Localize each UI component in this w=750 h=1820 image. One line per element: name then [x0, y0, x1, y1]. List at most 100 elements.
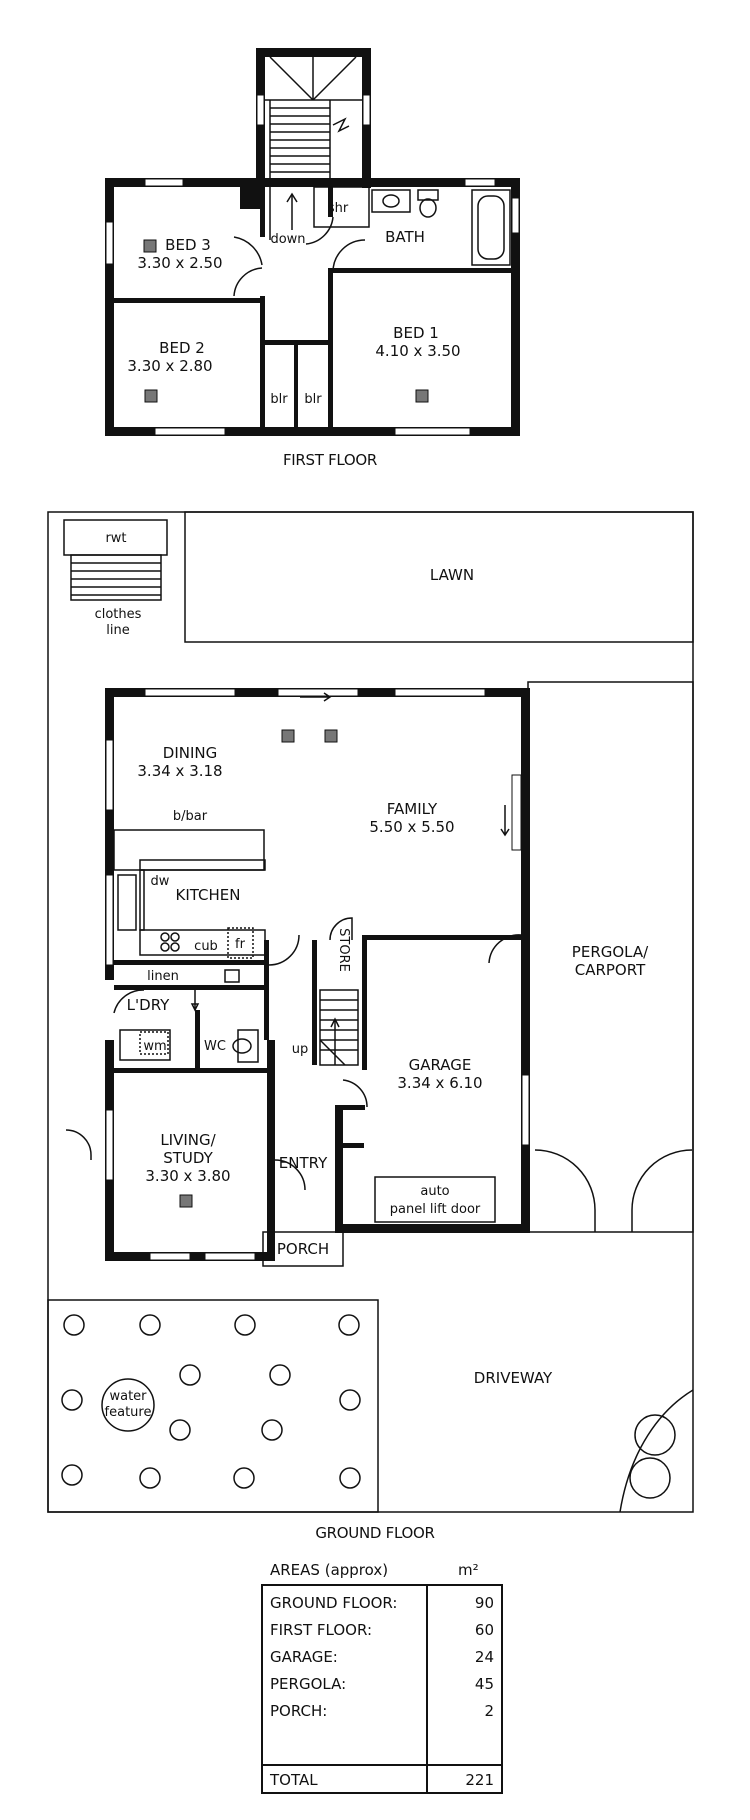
stair-label-down: down — [270, 232, 305, 247]
sink-icon — [160, 932, 180, 952]
ground-floor-title: GROUND FLOOR — [315, 1524, 434, 1542]
wall — [105, 427, 520, 436]
door-swing — [268, 934, 300, 966]
gate-swing — [534, 1149, 596, 1232]
laundry-tub — [119, 1029, 171, 1061]
first-floor-plan: BED 3 3.30 x 2.50 BED 2 3.30 x 2.80 BED … — [105, 48, 520, 469]
wall — [105, 178, 520, 187]
room-label-blr1: blr — [270, 392, 288, 407]
window — [521, 1074, 530, 1146]
auto-door-box — [374, 1176, 496, 1223]
areas-total-label: TOTAL — [269, 1771, 318, 1789]
washing-machine — [139, 1031, 169, 1055]
room-size-family: 5.50 x 5.50 — [369, 818, 454, 836]
wall — [195, 1010, 200, 1068]
areas-total-value: 221 — [465, 1771, 494, 1789]
clothes-line-label-1: clothes — [95, 607, 142, 622]
wall — [264, 940, 269, 1040]
bathtub — [471, 189, 511, 266]
wall — [114, 298, 264, 303]
room-label-dining: DINING — [163, 744, 217, 762]
window — [105, 221, 114, 265]
ground-floor-plan: LAWN rwt clothes line — [47, 511, 694, 1542]
wall — [511, 178, 520, 436]
areas-row-value: 24 — [475, 1648, 494, 1666]
vent-icon — [144, 389, 158, 403]
linen-label: linen — [147, 969, 179, 984]
shower — [313, 186, 370, 228]
room-label-shr: shr — [328, 201, 349, 216]
room-size-bed1: 4.10 x 3.50 — [375, 342, 460, 360]
clothes-line-icon — [70, 554, 162, 601]
driveway-label: DRIVEWAY — [474, 1369, 553, 1387]
fr-label: fr — [235, 937, 246, 952]
room-label-garage: GARAGE — [409, 1056, 472, 1074]
room-label-blr2: blr — [304, 392, 322, 407]
first-floor-title: FIRST FLOOR — [283, 451, 377, 469]
room-size-living: 3.30 x 3.80 — [145, 1167, 230, 1185]
wall — [240, 187, 260, 209]
room-label-living-2: STUDY — [163, 1149, 213, 1167]
room-label-bath: BATH — [385, 228, 425, 246]
wall — [521, 688, 530, 1233]
room-label-living-1: LIVING/ — [160, 1131, 216, 1149]
window — [144, 688, 236, 697]
arrow-icon — [190, 1003, 200, 1012]
vent-icon — [415, 389, 429, 403]
window — [277, 688, 359, 697]
wall — [343, 1224, 530, 1233]
door-swing — [274, 1159, 306, 1191]
kitchen-bench — [139, 859, 266, 871]
tree-icon — [634, 1414, 676, 1456]
cooktop — [117, 874, 137, 931]
areas-row-value: 60 — [475, 1621, 494, 1639]
door-swing — [329, 917, 353, 941]
room-label-kitchen: KITCHEN — [176, 886, 241, 904]
sliding-door-arrow — [300, 692, 332, 702]
fridge — [227, 927, 254, 959]
pergola-label-2: CARPORT — [575, 961, 646, 979]
wall — [335, 1105, 365, 1110]
vent-icon — [143, 239, 157, 253]
garden-shrubs — [61, 1314, 361, 1489]
window — [362, 94, 371, 126]
staircase — [265, 56, 362, 240]
linen-cupboard — [224, 969, 240, 983]
wall — [362, 940, 367, 1070]
gate-swing — [65, 1129, 92, 1160]
room-size-garage: 3.34 x 6.10 — [397, 1074, 482, 1092]
wall — [260, 187, 265, 237]
door-swing — [342, 1079, 368, 1108]
room-label-laundry: L'DRY — [127, 996, 170, 1014]
window — [511, 197, 520, 234]
areas-row-label: PORCH: — [270, 1702, 327, 1720]
kitchen-bench — [139, 869, 145, 931]
tree-icon — [629, 1457, 671, 1499]
room-size-dining: 3.34 x 3.18 — [137, 762, 222, 780]
porch-area — [262, 1231, 344, 1267]
wall — [105, 178, 114, 436]
wall — [114, 985, 269, 990]
areas-row-label: PERGOLA: — [270, 1675, 346, 1693]
water-feature-label-1: water — [109, 1389, 147, 1404]
areas-row-value: 2 — [484, 1702, 494, 1720]
water-feature-icon — [101, 1378, 155, 1432]
door-swing — [488, 934, 522, 964]
stair-label-up: up — [292, 1042, 309, 1057]
toilet — [237, 1029, 259, 1063]
lawn-label: LAWN — [430, 566, 474, 584]
wall — [328, 268, 511, 273]
vent-icon — [179, 1194, 193, 1208]
toilet — [417, 189, 439, 201]
vent-icon — [281, 729, 295, 743]
dw-label: dw — [151, 874, 170, 889]
wall — [328, 187, 333, 217]
bbar-label: b/bar — [173, 809, 208, 824]
sliding-door-arrow — [500, 805, 510, 837]
window — [204, 1252, 256, 1261]
wall — [270, 340, 330, 344]
breakfast-bar — [113, 829, 265, 871]
wall — [294, 345, 298, 427]
window — [511, 774, 522, 851]
